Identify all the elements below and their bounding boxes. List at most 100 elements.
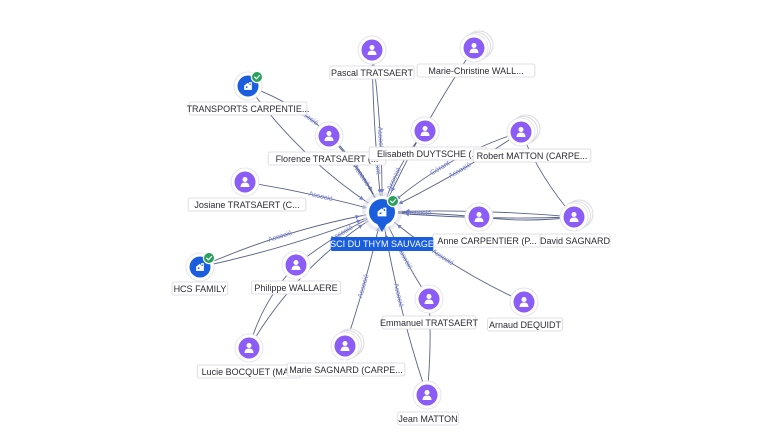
arrowhead-icon xyxy=(379,189,385,194)
node-marie[interactable]: Marie SAGNARD (CARPE... xyxy=(286,328,406,377)
edge-label: Associé xyxy=(430,248,454,267)
person-head xyxy=(476,211,482,217)
node-label-bg xyxy=(539,233,611,248)
center-label-bg xyxy=(330,237,434,251)
node-label: TRANSPORTS CARPENTIE... xyxy=(187,104,310,114)
node-hcs[interactable]: HCS FAMILY xyxy=(171,251,229,296)
person-body xyxy=(340,346,350,351)
node-lucie[interactable]: Lucie BOCQUET (MA... xyxy=(196,333,302,379)
node-label-bg xyxy=(171,281,229,296)
person-head xyxy=(342,340,348,347)
arrowhead-icon xyxy=(397,224,402,229)
arrowhead-icon xyxy=(355,214,360,220)
edge-line xyxy=(199,211,383,268)
person-body xyxy=(516,132,526,137)
node-label-bg xyxy=(472,148,592,163)
person-head xyxy=(246,342,252,349)
person-head xyxy=(293,259,299,266)
node-label-bg xyxy=(381,315,477,330)
node-label: Philippe WALLAERE xyxy=(254,283,337,293)
person-body xyxy=(469,48,479,53)
person-body xyxy=(240,182,250,187)
person-icon xyxy=(418,288,440,310)
person-body xyxy=(367,50,377,55)
nodes-layer: Pascal TRATSAERT Marie-Christine WALL... T… xyxy=(171,30,611,426)
node-elisabeth[interactable]: Elisabeth DUYTSCHE (... xyxy=(368,116,488,161)
person-icon xyxy=(463,37,485,59)
person-head xyxy=(518,126,524,132)
edge-label: Associé xyxy=(357,273,370,299)
person-icon xyxy=(318,125,340,147)
node-label: Florence TRATSAERT (... xyxy=(276,154,379,164)
node-label-bg xyxy=(251,280,341,295)
node-label: Josiane TRATSAERT (C... xyxy=(194,200,299,210)
window xyxy=(379,212,382,215)
edge-line xyxy=(381,211,428,396)
window xyxy=(197,267,200,269)
node-emmanuel[interactable]: Emmanuel TRATSAERT xyxy=(380,284,479,330)
node-anne[interactable]: Anne CARPENTIER (P... xyxy=(432,202,542,248)
person-icon xyxy=(234,171,256,193)
node-label-bg xyxy=(329,65,415,80)
person-icon xyxy=(416,384,438,406)
node-arnaud[interactable]: Arnaud DEQUIDT xyxy=(487,287,563,332)
person-body xyxy=(422,395,432,400)
node-josiane[interactable]: Josiane TRATSAERT (C... xyxy=(187,167,307,212)
arrowhead-icon xyxy=(356,219,361,224)
person-icon xyxy=(563,206,585,228)
person-head xyxy=(426,293,432,300)
node-robert[interactable]: Robert MATTON (CARPE... xyxy=(472,114,592,163)
node-label: Marie-Christine WALL... xyxy=(428,66,523,76)
person-head xyxy=(326,130,332,136)
edge-line xyxy=(199,211,383,268)
edge-label: Associé xyxy=(407,209,432,217)
person-icon xyxy=(510,121,532,143)
edge-label: Associé xyxy=(308,191,334,203)
edge-hcs xyxy=(199,211,383,268)
arrowhead-icon xyxy=(404,211,409,217)
edge-label: Associé xyxy=(386,166,403,191)
person-body xyxy=(324,136,334,141)
window xyxy=(249,83,251,86)
person-icon xyxy=(238,337,260,359)
node-label: Robert MATTON (CARPE... xyxy=(477,151,588,161)
person-body xyxy=(424,299,434,304)
person-body xyxy=(291,265,301,270)
person-head xyxy=(369,44,375,50)
person-body xyxy=(244,348,254,353)
person-icon xyxy=(285,254,307,276)
arrowhead-icon xyxy=(359,195,364,200)
node-david[interactable]: David SAGNARD xyxy=(539,199,611,248)
person-body xyxy=(474,217,484,222)
node-transports[interactable]: TRANSPORTS CARPENTIE... xyxy=(187,70,310,116)
node-label: Elisabeth DUYTSCHE (... xyxy=(377,149,479,159)
person-head xyxy=(422,125,428,131)
person-icon xyxy=(468,206,490,228)
node-label: David SAGNARD xyxy=(540,236,611,246)
node-label: Arnaud DEQUIDT xyxy=(489,320,562,330)
verified-badge-icon xyxy=(202,251,216,265)
node-label-bg xyxy=(188,101,308,116)
node-label: Marie SAGNARD (CARPE... xyxy=(289,365,403,375)
node-label: Pascal TRATSAERT xyxy=(331,68,414,78)
center-node[interactable]: SCI DU THYM SAUVAGE xyxy=(330,192,434,251)
node-label: HCS FAMILY xyxy=(174,284,227,294)
person-body xyxy=(519,302,529,307)
person-icon xyxy=(414,120,436,142)
person-body xyxy=(420,131,430,136)
building-icon xyxy=(369,199,395,232)
window xyxy=(245,86,248,88)
node-pascal[interactable]: Pascal TRATSAERT xyxy=(329,35,415,80)
node-florence[interactable]: Florence TRATSAERT (... xyxy=(267,121,387,166)
verified-badge-icon xyxy=(386,194,400,208)
edge-label: Associé xyxy=(448,162,473,180)
node-jean[interactable]: Jean MATTON xyxy=(397,380,459,426)
node-label-bg xyxy=(286,362,406,377)
person-head xyxy=(242,176,248,182)
node-philippe[interactable]: Philippe WALLAERE xyxy=(251,250,341,295)
edge-label: Associé xyxy=(392,283,404,309)
node-mchristine[interactable]: Marie-Christine WALL... xyxy=(416,30,536,78)
person-icon xyxy=(361,39,383,61)
person-head xyxy=(471,42,477,48)
